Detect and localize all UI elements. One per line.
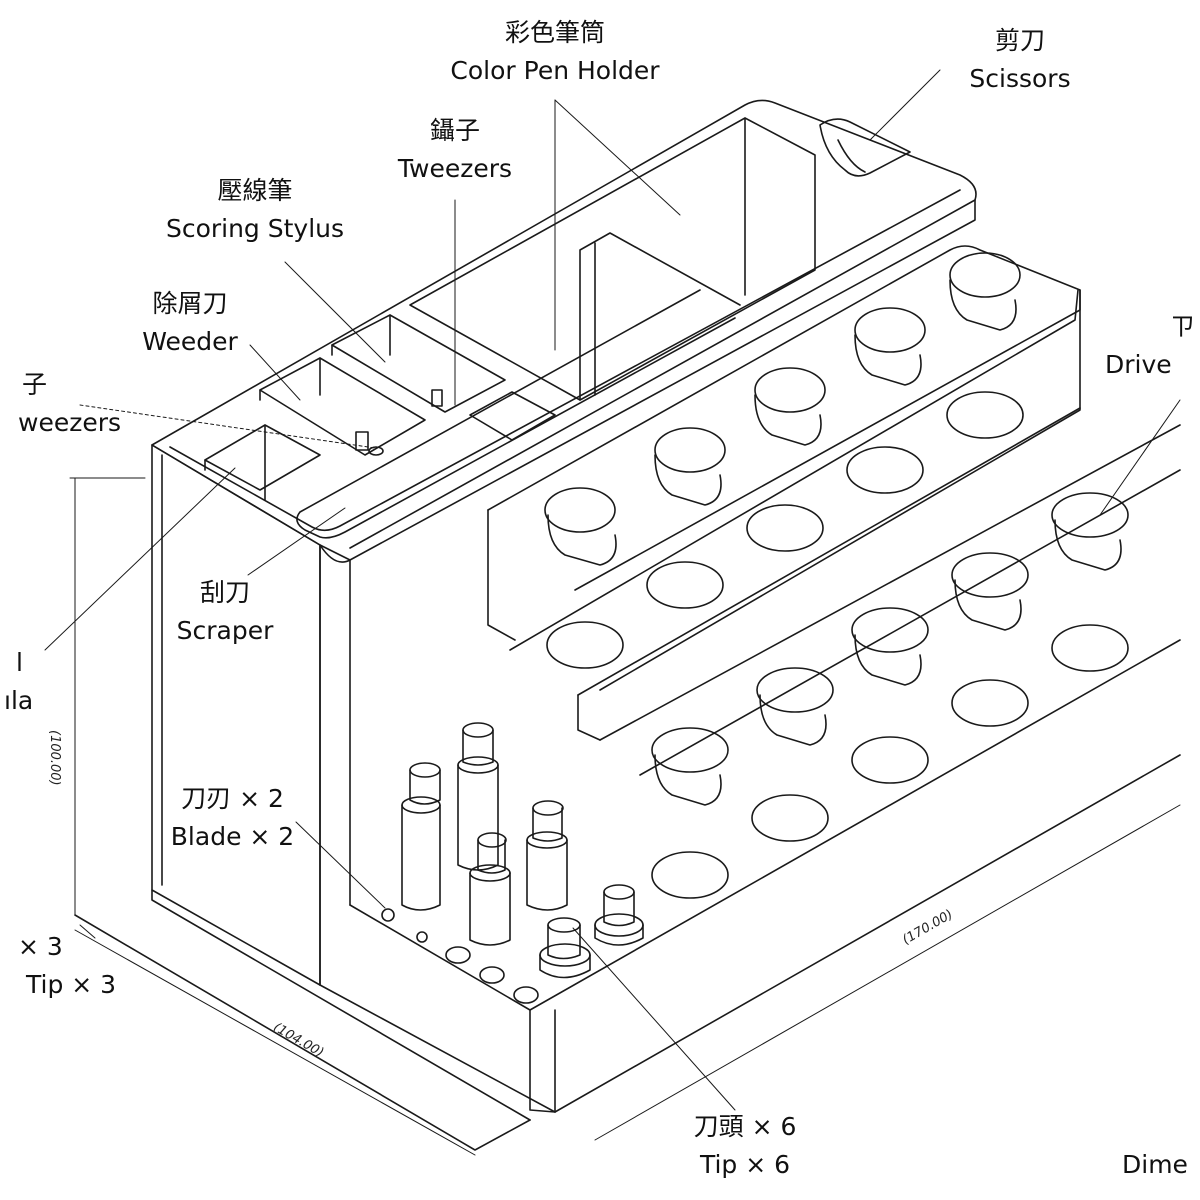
driver-right-en: Drive <box>1105 349 1172 379</box>
base-block <box>74 624 1181 1151</box>
color-pen-holder-zh: 彩色筆筒 <box>504 18 605 47</box>
tip-bottom-label: 刀頭 × 6 Tip × 6 <box>670 1108 820 1183</box>
scraper-zh: 刮刀 <box>199 578 250 607</box>
tip-bottom-zh: 刀頭 × 6 <box>693 1112 797 1141</box>
tip-left-en: Tip × 3 <box>26 969 117 999</box>
scissors-label: 剪刀 Scissors <box>940 22 1100 97</box>
scissors-en: Scissors <box>969 63 1071 93</box>
tall-tool-block <box>151 99 977 986</box>
tweezers-top-label: 鑷子 Tweezers <box>380 112 530 187</box>
tip-bottom-en: Tip × 6 <box>699 1149 791 1179</box>
spatula-left-zh: l <box>16 648 23 677</box>
spatula-left-en: ıla <box>4 685 34 715</box>
blade-en: Blade × 2 <box>170 821 295 851</box>
upper-step-cups <box>544 252 1021 566</box>
height-dimension: (100.00) <box>47 730 62 786</box>
tip-left-label: × 3 Tip × 3 <box>0 928 130 1003</box>
scoring-stylus-label: 壓線筆 Scoring Stylus <box>150 172 360 247</box>
blade-zh: 刀刃 × 2 <box>181 784 284 813</box>
blade-label: 刀刃 × 2 Blade × 2 <box>160 780 305 855</box>
spatula-left-label: l ıla <box>0 644 60 719</box>
tweezers-top-en: Tweezers <box>397 153 513 183</box>
color-pen-holder-en: Color Pen Holder <box>450 55 660 85</box>
middle-step <box>577 407 1181 806</box>
tweezers-top-zh: 鑷子 <box>429 116 480 145</box>
driver-right-zh: ㄗ <box>1170 312 1196 341</box>
weeder-zh: 除屑刀 <box>152 289 228 318</box>
dimension-lines <box>69 477 1181 1156</box>
color-pen-holder-label: 彩色筆筒 Color Pen Holder <box>430 14 680 89</box>
dimensions-en: Dime <box>1122 1150 1188 1179</box>
scoring-stylus-en: Scoring Stylus <box>165 213 345 243</box>
scraper-en: Scraper <box>176 615 274 645</box>
upper-step <box>487 245 1081 691</box>
leader-lines <box>44 69 1181 1111</box>
tweezers-left-en: weezers <box>18 407 122 437</box>
scoring-stylus-zh: 壓線筆 <box>217 176 293 205</box>
scraper-label: 刮刀 Scraper <box>160 574 290 649</box>
dimensions-label: Dime <box>1122 1146 1200 1184</box>
driver-right-label: ㄗ Drive <box>1105 308 1200 383</box>
middle-step-cups <box>651 492 1129 806</box>
upper-step-holes <box>546 391 1024 669</box>
tip-pegs <box>401 722 644 979</box>
base-holes <box>651 624 1129 899</box>
weeder-en: Weeder <box>142 326 238 356</box>
tweezers-left-label: 子 weezers <box>0 366 130 441</box>
scissors-zh: 剪刀 <box>994 26 1045 55</box>
weeder-label: 除屑刀 Weeder <box>125 285 255 360</box>
tweezers-left-zh: 子 <box>22 370 48 399</box>
tip-left-zh: × 3 <box>18 932 63 961</box>
